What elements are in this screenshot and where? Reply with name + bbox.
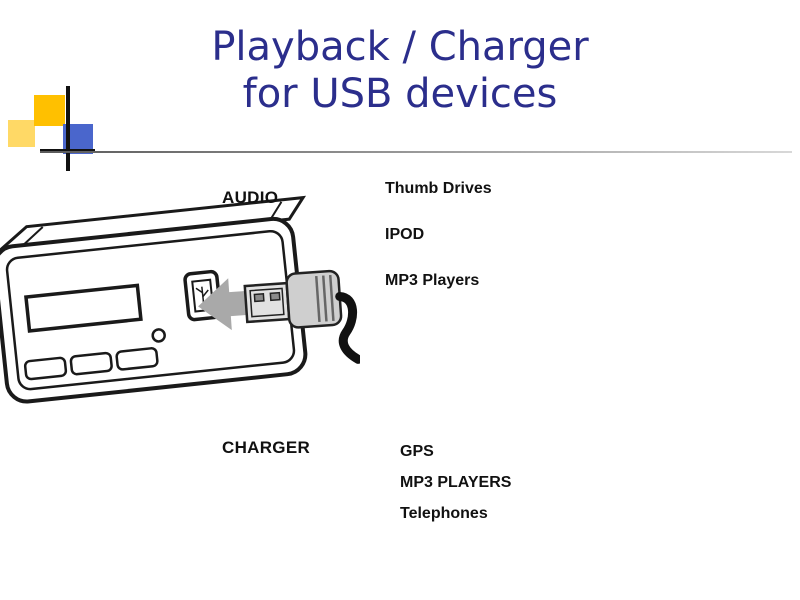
audio-heading: AUDIO (222, 188, 279, 207)
list-item: MP3 Players (385, 272, 480, 289)
decoration-horizontal-rule (40, 151, 792, 153)
stereo-round-button (151, 328, 166, 343)
car-stereo-illustration (0, 192, 363, 436)
charger-heading: CHARGER (222, 438, 311, 457)
title-line-1: Playback / Charger (211, 24, 589, 70)
usb-plug (243, 269, 343, 329)
charger-device-list: GPS MP3 PLAYERS Telephones (400, 443, 511, 536)
list-item: Thumb Drives (385, 180, 492, 197)
stereo-display (24, 283, 143, 333)
audio-device-list: Thumb Drives IPOD MP3 Players (385, 180, 492, 318)
stereo-buttons (23, 347, 159, 381)
list-item: IPOD (385, 226, 425, 243)
stereo-usb-svg (0, 195, 363, 404)
arrow-icon (198, 278, 257, 331)
title-line-2: for USB devices (242, 70, 558, 117)
list-item: Telephones (400, 505, 488, 522)
stereo-body (0, 195, 308, 404)
list-item: GPS (400, 443, 434, 460)
decoration-pale-yellow-square (8, 120, 35, 147)
usb-cable (335, 291, 363, 364)
decoration-yellow-square (34, 95, 65, 126)
page-title: Playback / Charger for USB devices (0, 24, 800, 118)
list-item: MP3 PLAYERS (400, 474, 512, 491)
decoration-vertical-line (66, 86, 70, 171)
